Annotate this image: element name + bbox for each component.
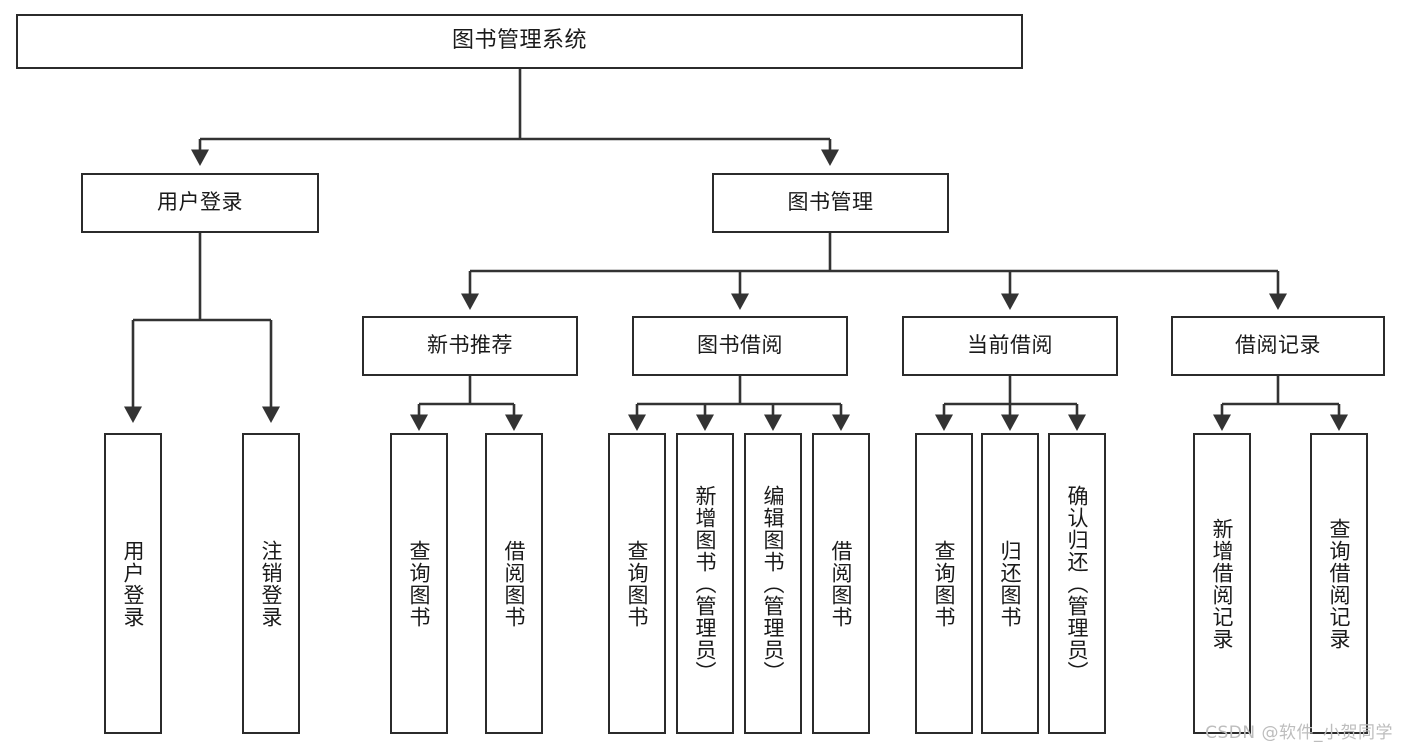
node-label: 当前借阅 [967,333,1053,358]
node-label: 确认归还（管理员） [1065,484,1090,683]
node-label: 借阅图书 [502,539,527,628]
leaf-borrow-record-add[interactable]: 新增借阅记录 [1193,433,1251,734]
node-label: 新增图书（管理员） [693,484,718,683]
node-label: 用户登录 [157,190,243,215]
node-label: 查询图书 [407,539,432,628]
leaf-current-borrow-query[interactable]: 查询图书 [915,433,973,734]
leaf-book-borrow-borrow[interactable]: 借阅图书 [812,433,870,734]
node-label: 归还图书 [998,539,1023,628]
node-label: 新增借阅记录 [1210,517,1235,650]
node-label: 查询图书 [625,539,650,628]
node-label: 查询图书 [932,539,957,628]
node-label: 编辑图书（管理员） [761,484,786,683]
node-label: 查询借阅记录 [1327,517,1352,650]
leaf-book-borrow-query[interactable]: 查询图书 [608,433,666,734]
leaf-borrow-record-query[interactable]: 查询借阅记录 [1310,433,1368,734]
node-borrow-record[interactable]: 借阅记录 [1171,316,1385,376]
node-label: 图书借阅 [697,333,783,358]
node-label: 图书管理系统 [451,28,587,54]
leaf-user-login-logout[interactable]: 注销登录 [242,433,300,734]
node-book-borrow[interactable]: 图书借阅 [632,316,848,376]
node-root-system[interactable]: 图书管理系统 [16,14,1023,69]
node-current-borrow[interactable]: 当前借阅 [902,316,1118,376]
node-label: 新书推荐 [427,333,513,358]
leaf-current-borrow-confirm[interactable]: 确认归还（管理员） [1048,433,1106,734]
leaf-new-book-borrow[interactable]: 借阅图书 [485,433,543,734]
leaf-new-book-query[interactable]: 查询图书 [390,433,448,734]
leaf-book-borrow-edit[interactable]: 编辑图书（管理员） [744,433,802,734]
node-label: 借阅记录 [1235,333,1321,358]
node-book-management[interactable]: 图书管理 [712,173,949,233]
node-label: 图书管理 [787,190,874,215]
node-user-login[interactable]: 用户登录 [81,173,319,233]
node-label: 用户登录 [121,539,146,628]
leaf-book-borrow-add[interactable]: 新增图书（管理员） [676,433,734,734]
node-new-book-recommend[interactable]: 新书推荐 [362,316,578,376]
node-label: 注销登录 [259,539,284,628]
leaf-current-borrow-return[interactable]: 归还图书 [981,433,1039,734]
watermark-text: CSDN @软件_小贺同学 [1205,723,1393,743]
leaf-user-login-login[interactable]: 用户登录 [104,433,162,734]
node-label: 借阅图书 [829,539,854,628]
